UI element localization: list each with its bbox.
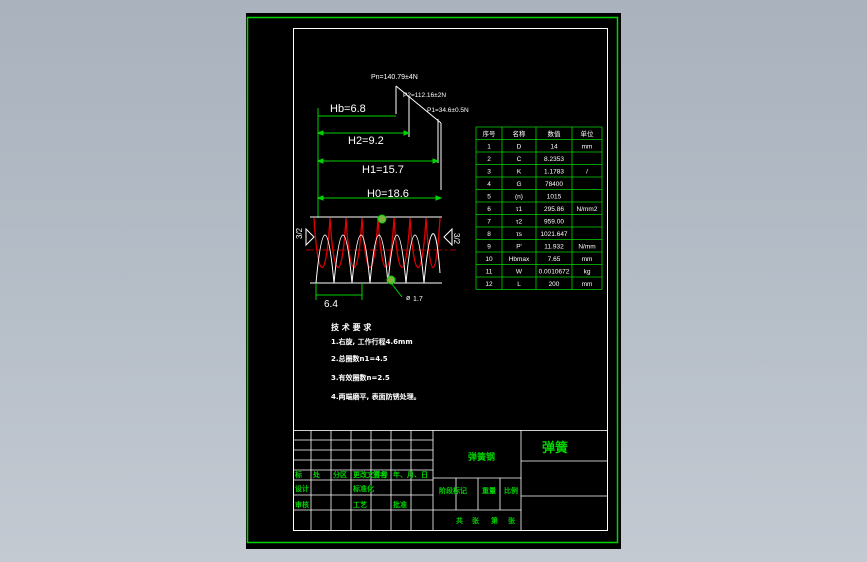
title-block-label: 年、月、日 [393,470,428,479]
param-table-cell: 7 [487,219,491,226]
param-table-cell: 1021.647 [540,231,567,238]
param-table-cell: 9 [487,244,491,251]
spring-drawing: Pn=140.79±4N P2=112.16±2N P1=34.6±0.5N H… [246,16,619,544]
tech-item-2: 2.总圈数n1=4.5 [331,354,388,363]
load-diagram [368,85,442,190]
param-table-cell: N/mm2 [577,206,598,213]
param-table-cell: G [516,181,521,188]
param-table-cell: 1 [487,144,491,151]
param-table-header: 序号 [483,129,497,138]
param-table-cell: 0.0010672 [539,269,570,276]
param-table-cell: 200 [549,281,560,288]
param-table-cell: 7.65 [548,256,561,263]
spring-angle-right: 3/2 [452,233,461,245]
tech-item-4: 4.两端磨平, 表面防锈处理。 [331,392,421,401]
param-table-cell: 78400 [545,181,563,188]
dim-h2: H2=9.2 [348,135,384,147]
param-table: 序号 名称 数值 单位 1 D 14 mm 2 C 8.2353 3 K 1.1783 / 4 G 78400 5 (… [475,126,603,290]
title-block-label: 分区 [333,470,347,479]
param-table-cell: K [517,169,522,176]
param-table-cell: W [516,269,523,276]
tech-item-1: 1.右旋, 工作行程4.6mm [331,337,413,346]
param-table-cell: τ1 [516,206,523,213]
title-block-label: 比例 [504,486,518,495]
param-table-cell: 5 [487,194,491,201]
title-block-label: 张 [508,516,516,525]
param-table-cell: mm [582,256,593,263]
param-table-cell: 1015 [547,194,562,201]
param-table-cell: 959.00 [544,219,564,226]
param-table-header: 数值 [548,129,562,138]
title-block-labels: 标处分区更改文件号签名年、月、日设计标准化审核工艺批准阶段标记重量比例共张第张 [294,470,518,525]
title-block [293,430,608,531]
wire-diameter-symbol: ø [406,295,411,302]
param-table-header: 单位 [581,129,595,138]
title-block-label: 标准化 [352,484,374,493]
title-block-label: 标 [294,470,302,479]
title-block-label: 签名 [372,470,387,479]
load-label-pn: Pn=140.79±4N [371,74,418,81]
param-table-cell: / [586,169,588,176]
title-part-name: 弹簧 [542,440,568,456]
load-label-p1: P1=34.6±0.5N [427,107,469,114]
param-table-cell: 11 [486,269,493,276]
param-table-cell: 1.1783 [544,169,564,176]
param-table-cell: 12 [485,281,493,288]
param-table-cell: mm [582,144,593,151]
title-block-label: 张 [472,516,480,525]
spring-view [305,214,456,300]
param-table-cell: N/mm [578,244,595,251]
dim-hb: Hb=6.8 [330,103,366,115]
param-table-header: 名称 [513,129,527,138]
dim-pitch: 6.4 [324,299,338,310]
spring-angle-left: 3/2 [295,227,304,239]
param-table-cell: mm [582,281,593,288]
title-block-label: 阶段标记 [439,486,467,495]
param-table-cell: 295.86 [544,206,564,213]
param-table-cell: C [517,156,522,163]
dim-h1: H1=15.7 [362,164,404,176]
height-dimensions [316,108,443,218]
param-table-cell: 3 [487,169,491,176]
param-table-cell: L [517,281,521,288]
outer-frame [246,16,619,544]
tech-item-3: 3.有效圈数n=2.5 [331,373,390,382]
title-block-label: 更改文件号 [353,470,388,479]
title-block-label: 第 [491,516,498,525]
param-table-cell: τs [516,231,523,238]
title-block-label: 工艺 [353,500,367,509]
param-table-cell: Hbmax [509,256,530,263]
tech-title: 技 术 要 求 [331,322,372,332]
param-table-cell: 14 [550,144,558,151]
param-table-cell: 6 [487,206,491,213]
dim-wire: 1.7 [413,296,423,303]
param-table-cell: 8.2353 [544,156,564,163]
title-block-label: 共 [456,516,463,525]
title-block-label: 批准 [393,500,407,509]
title-block-label: 处 [312,470,321,479]
param-table-cell: 8 [487,231,491,238]
title-block-label: 审核 [295,500,309,509]
dim-h0: H0=18.6 [367,188,409,200]
param-table-cell: τ2 [516,219,523,226]
param-table-cell: kg [584,269,591,276]
title-block-label: 重量 [482,486,496,495]
param-table-cell: P' [516,244,522,251]
title-block-label: 设计 [295,484,309,493]
param-table-cell: 4 [487,181,491,188]
param-table-cell: 2 [487,156,491,163]
param-table-cell: D [517,144,522,151]
load-label-p2: P2=112.16±2N [403,92,446,99]
param-table-cell: 10 [485,256,493,263]
param-table-cell: 11.932 [544,244,564,251]
title-material: 弹簧钢 [468,451,495,463]
drawing-sheet: Pn=140.79±4N P2=112.16±2N P1=34.6±0.5N H… [246,13,621,549]
param-table-cell: (n) [515,194,523,201]
